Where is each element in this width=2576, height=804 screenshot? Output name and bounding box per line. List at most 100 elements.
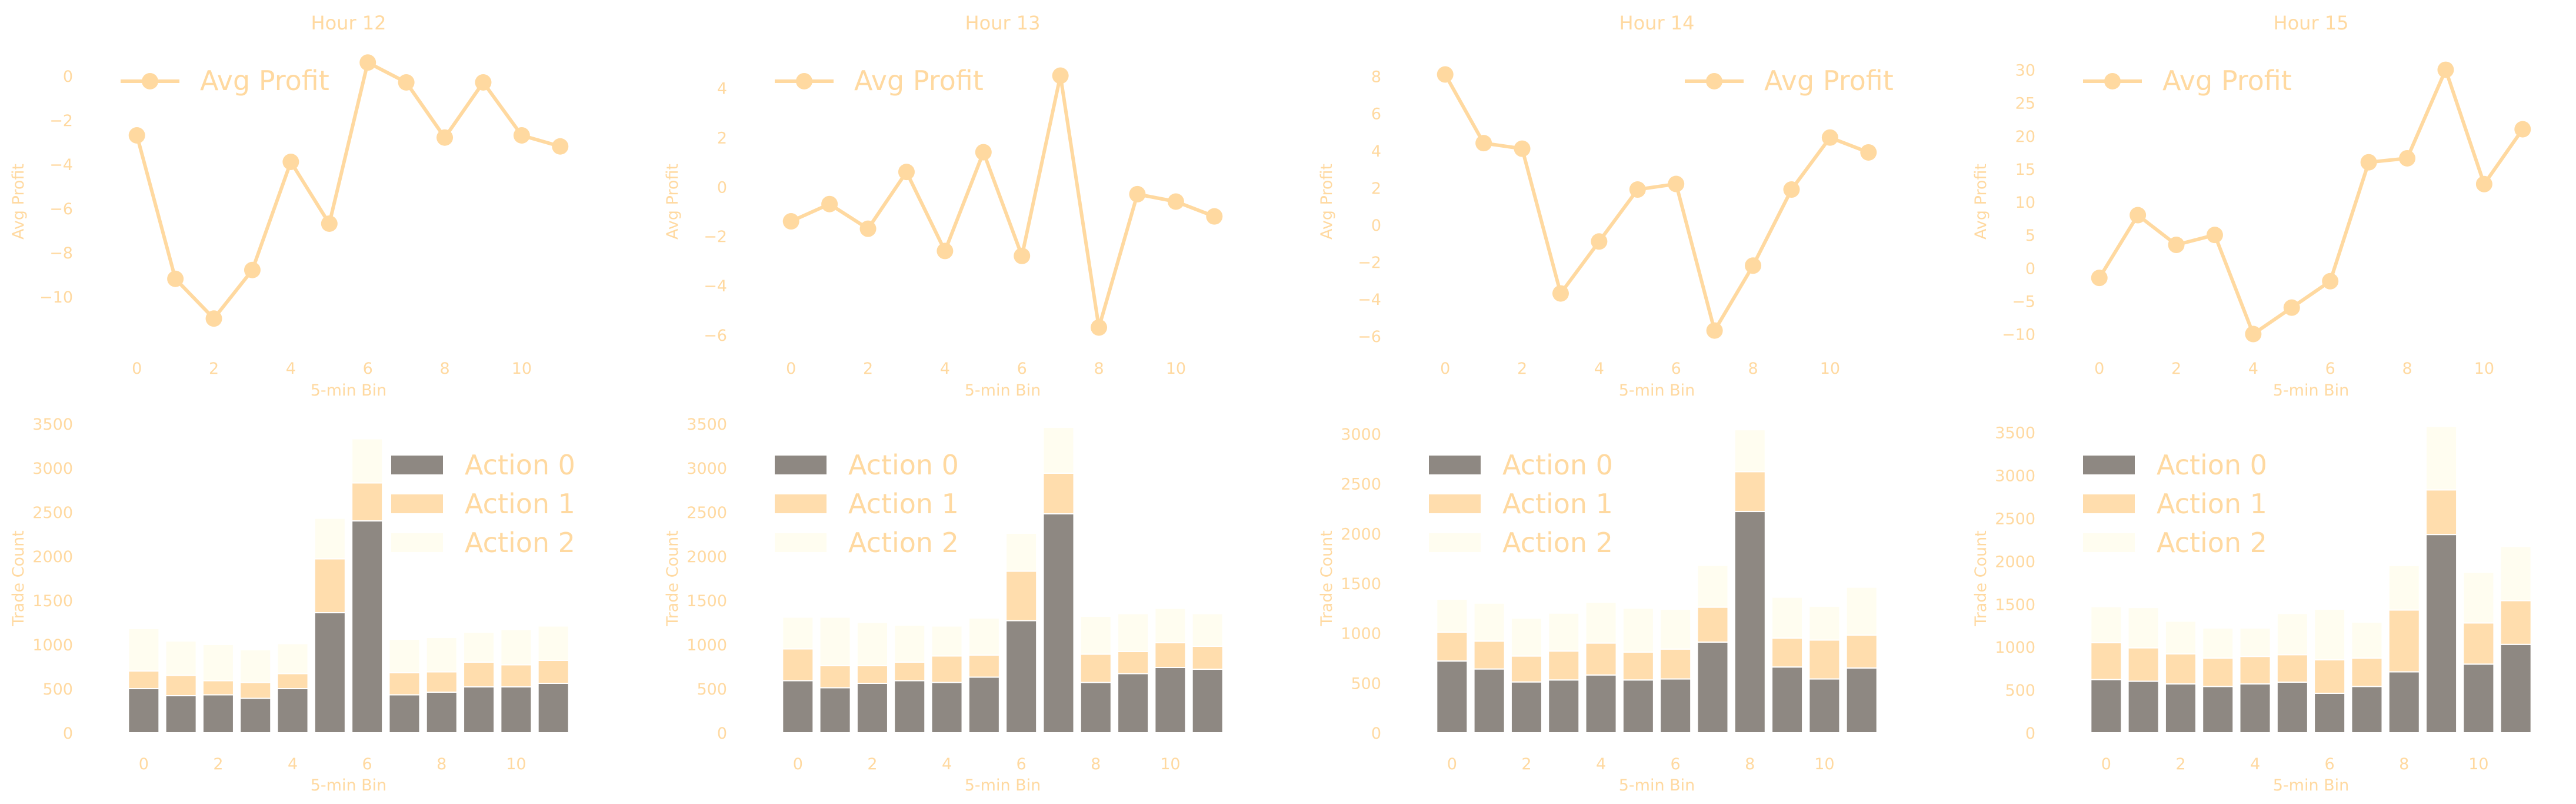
x-tick-label: 8: [2402, 360, 2412, 378]
y-tick-label: 3000: [1341, 426, 1381, 444]
legend-label: Avg Profit: [200, 65, 329, 97]
legend-label: Action 2: [2157, 527, 2267, 559]
series-line: [2098, 68, 2524, 336]
bar-action-1: [463, 662, 495, 687]
x-tick-label: 8: [1091, 755, 1101, 773]
bar-action-1: [1117, 651, 1149, 675]
bar-action-0: [202, 694, 234, 733]
legend-marker: [2104, 73, 2121, 89]
bar-action-2: [463, 632, 495, 663]
bar-action-2: [1771, 596, 1804, 639]
y-tick-label: 0: [717, 725, 727, 743]
bar-action-0: [239, 697, 272, 733]
legend-label: Avg Profit: [2162, 65, 2292, 97]
bar-action-2: [894, 624, 926, 663]
bar-action-2: [2351, 621, 2383, 659]
data-point: [244, 261, 261, 278]
bar-action-1: [968, 655, 1000, 678]
bar-action-2: [165, 640, 197, 676]
y-tick-label: 0: [63, 725, 73, 743]
series-line: [135, 61, 561, 321]
data-point: [859, 220, 877, 237]
legend: Avg Profit: [1685, 65, 1894, 97]
y-tick-label: −10: [2002, 326, 2035, 344]
data-point: [321, 215, 338, 232]
x-tick-label: 10: [1814, 755, 1834, 773]
bar-action-2: [1659, 609, 1692, 650]
bar-action-1: [1548, 650, 1580, 681]
data-point: [205, 310, 222, 327]
legend-swatch-1: [2083, 494, 2135, 513]
bar-action-2: [1154, 607, 1187, 643]
y-tick-label: 0: [1371, 217, 1381, 235]
bar-action-1: [1154, 642, 1187, 668]
x-tick-label: 6: [1017, 360, 1027, 378]
bar-action-2: [1005, 533, 1038, 572]
bar-action-1: [2202, 657, 2234, 687]
y-tick-label: 2000: [1995, 553, 2035, 571]
bar-action-2: [1622, 607, 1654, 653]
bar-action-0: [1117, 673, 1149, 733]
data-point: [1514, 140, 1531, 157]
y-axis-label: Avg Profit: [9, 164, 28, 240]
bar-action-0: [1622, 679, 1654, 734]
bar-action-2: [1117, 613, 1149, 652]
x-tick-label: 0: [2101, 755, 2111, 773]
data-point: [2283, 299, 2300, 316]
legend-label: Action 0: [2157, 449, 2267, 481]
bar-action-1: [1659, 648, 1692, 680]
data-point: [436, 129, 454, 146]
y-tick-label: 4: [1371, 142, 1381, 161]
bar-action-2: [968, 617, 1000, 656]
x-tick-label: 2: [2171, 360, 2181, 378]
data-point: [1591, 233, 1608, 250]
y-tick-label: −6: [49, 200, 73, 218]
bar-action-0: [351, 520, 384, 733]
bar-action-2: [782, 616, 814, 650]
bar-action-1: [1510, 655, 1542, 683]
bar-action-0: [1697, 641, 1729, 733]
x-tick-label: 10: [506, 755, 526, 773]
data-point: [1475, 135, 1492, 152]
x-tick-label: 8: [1748, 360, 1758, 378]
bar-action-2: [500, 629, 532, 666]
bar-action-1: [1473, 640, 1505, 670]
bar-action-2: [2202, 627, 2234, 659]
y-tick-label: 500: [697, 680, 727, 699]
chart-title: Hour 15: [2274, 12, 2349, 34]
y-tick-label: 0: [63, 68, 73, 86]
chart-title: Hour 14: [1619, 12, 1695, 34]
y-tick-label: −2: [704, 228, 727, 246]
x-tick-label: 4: [1594, 360, 1604, 378]
y-axis-label: Trade Count: [9, 530, 28, 627]
y-tick-label: −10: [39, 288, 73, 307]
x-tick-label: 8: [439, 360, 449, 378]
bar-action-0: [782, 680, 814, 733]
x-tick-label: 4: [1596, 755, 1606, 773]
series-line: [1444, 74, 1869, 333]
y-tick-label: 2: [717, 129, 727, 147]
bar-action-0: [2500, 643, 2532, 733]
bar-action-1: [2425, 489, 2458, 536]
bar-action-0: [1734, 511, 1766, 734]
x-tick-label: 10: [1820, 360, 1840, 378]
x-tick-label: 6: [2325, 360, 2335, 378]
data-point: [552, 138, 569, 155]
legend-swatch-0: [391, 456, 443, 474]
y-tick-label: 2500: [1995, 510, 2035, 528]
data-point: [398, 74, 415, 91]
y-tick-label: 4: [717, 80, 727, 98]
bar-action-0: [1042, 513, 1075, 733]
data-point: [2322, 273, 2339, 290]
bar-action-0: [2351, 686, 2383, 733]
x-axis-label: 5-min Bin: [2273, 381, 2350, 400]
data-point: [475, 74, 492, 91]
legend-marker: [796, 73, 812, 89]
bar-action-1: [239, 682, 272, 699]
legend: Avg Profit: [2083, 65, 2292, 97]
bar-action-0: [1771, 666, 1804, 734]
bar-action-0: [314, 612, 346, 733]
y-tick-label: 30: [2015, 62, 2035, 80]
y-tick-label: 3000: [32, 460, 73, 478]
